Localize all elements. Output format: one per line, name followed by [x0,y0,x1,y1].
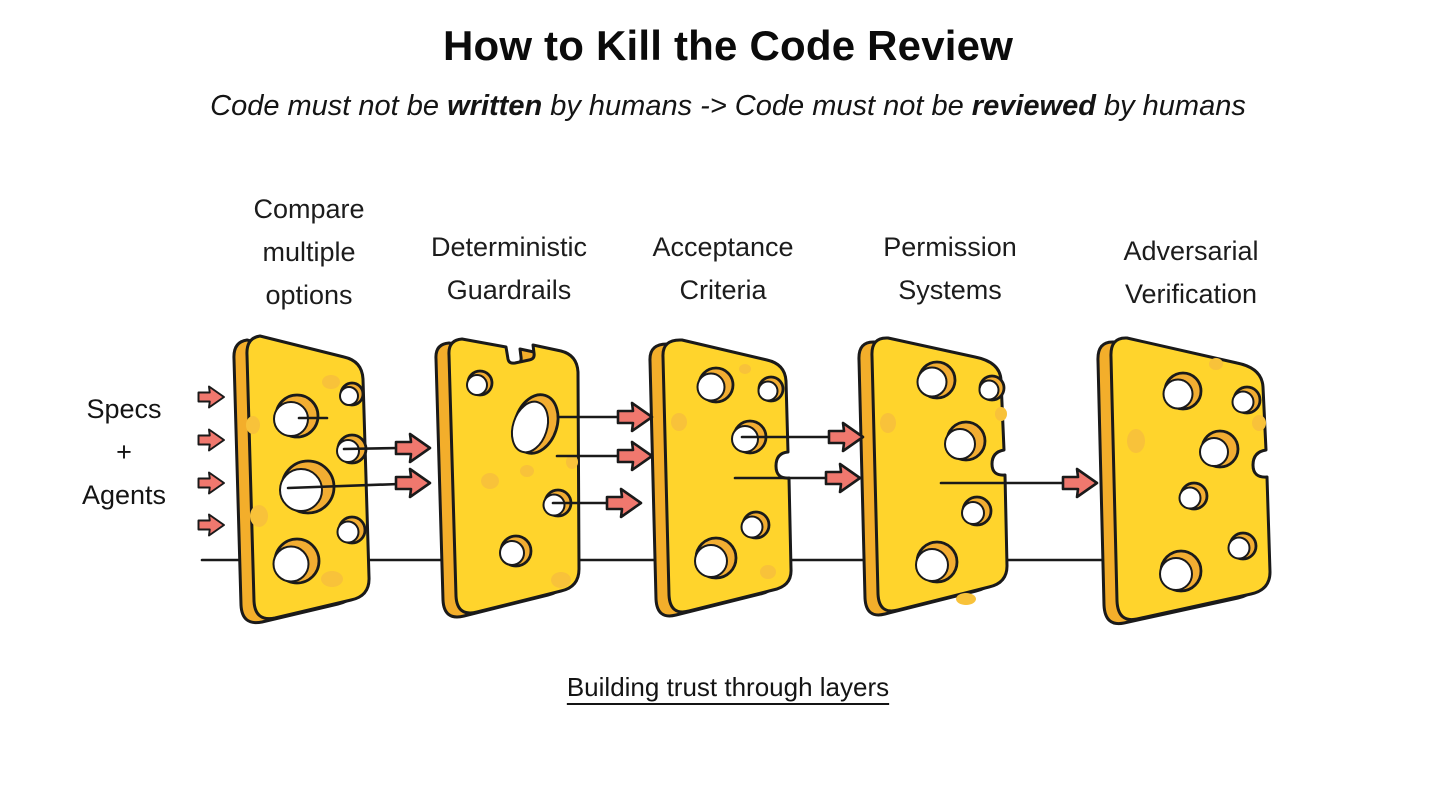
cheese-hole [272,381,368,585]
cheese-slice-1 [232,334,371,625]
stage-label-permission-systems: Permission Systems [883,232,1017,305]
subtitle-text-mid: by humans -> Code must not be [542,90,972,122]
flow-arrows-after-slice-2 [551,401,654,519]
subtitle-text-lead: Code must not be [210,90,448,122]
cheese-slice-4 [857,336,1009,617]
subtitle-bold-reviewed: reviewed [971,90,1096,122]
page-title: How to Kill the Code Review [442,22,1014,69]
cheese-slice-5 [1096,336,1272,626]
subtitle-bold-written: written [447,90,543,122]
stage-label-compare-multiple-options: Compare multiple options [253,194,365,310]
caption-building-trust: Building trust through layers [566,672,890,702]
stage-label-acceptance-criteria: Acceptance Criteria [652,232,794,305]
stage-label-adversarial-verification: Adversarial Verification [1123,236,1259,309]
subtitle-text-tail: by humans [1095,90,1246,122]
stage-label-deterministic-guardrails: Deterministic Guardrails [430,232,588,305]
subtitle: Code must not be written by humans -> Co… [0,90,1456,123]
flow-arrows-after-slice-1 [286,416,432,499]
cheese-hole [915,360,1006,584]
input-label-specs-agents: Specs + Agents [81,394,167,510]
flow-arrows-after-slice-3 [733,421,865,494]
cheese-hole [1159,371,1262,593]
cheese-slice-3 [648,338,793,618]
flow-arrow-after-slice-4 [939,467,1099,499]
cheese-hole [466,369,573,568]
cheese-slice-2 [434,337,581,619]
cheese-hole [694,366,785,580]
